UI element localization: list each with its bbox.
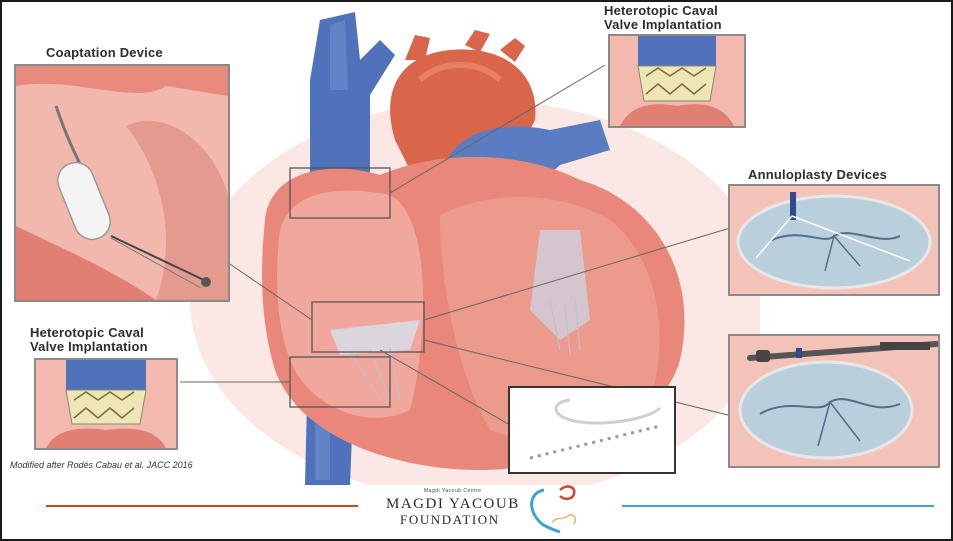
heart-logo-icon bbox=[522, 482, 602, 534]
figure-credit: Modified after Rodés Cabau et al. JACC 2… bbox=[10, 460, 193, 470]
annuloplasty-panel-bottom bbox=[728, 334, 940, 468]
ring-device-panel bbox=[508, 386, 676, 474]
annuloplasty-image-bottom bbox=[730, 336, 938, 466]
caval-valve-image-top bbox=[610, 36, 744, 126]
caval-bottom-label: Heterotopic Caval Valve Implantation bbox=[30, 326, 148, 354]
foundation-logo: Magdi Yacoub Centre MAGDI YACOUB FOUNDAT… bbox=[386, 482, 604, 534]
caval-top-panel bbox=[608, 34, 746, 128]
annuloplasty-label: Annuloplasty Devices bbox=[748, 168, 887, 182]
ring-device-image bbox=[510, 388, 674, 472]
caval-valve-image-bottom bbox=[36, 360, 176, 448]
annuloplasty-image-top bbox=[730, 186, 938, 294]
coaptation-label: Coaptation Device bbox=[46, 46, 163, 60]
caval-bottom-panel bbox=[34, 358, 178, 450]
footer-rule-left bbox=[46, 505, 358, 507]
coaptation-panel bbox=[14, 64, 230, 302]
caval-top-label: Heterotopic Caval Valve Implantation bbox=[604, 4, 722, 32]
footer-rule-right bbox=[622, 505, 934, 507]
annuloplasty-panel-top bbox=[728, 184, 940, 296]
coaptation-device-image bbox=[16, 66, 228, 300]
